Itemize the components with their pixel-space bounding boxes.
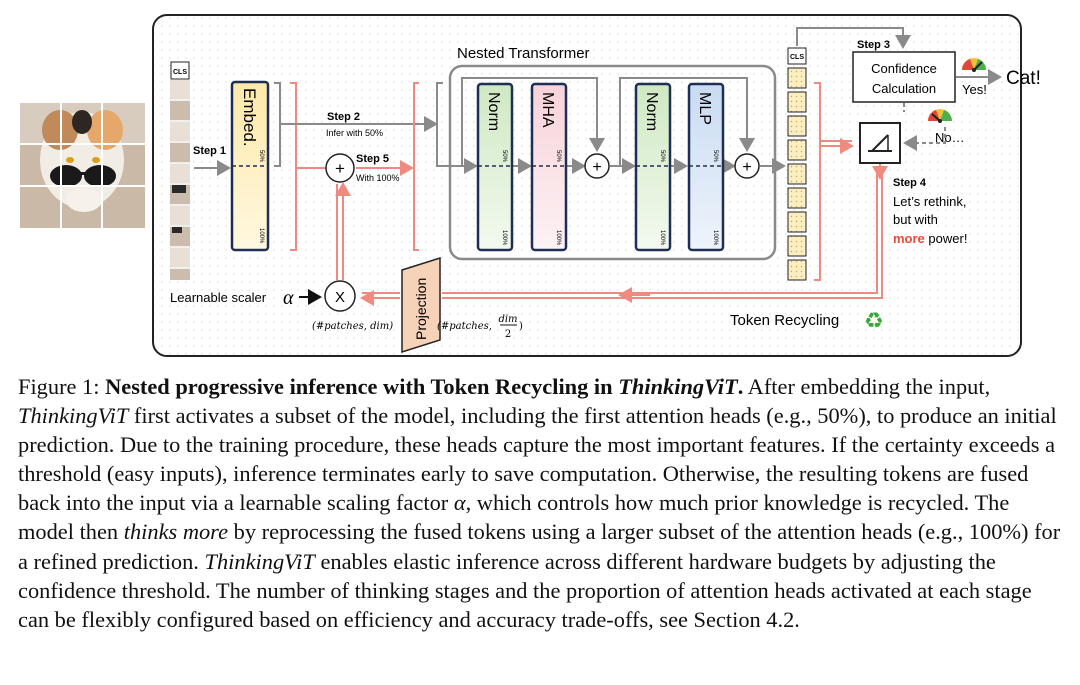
shape-dim: dim [498, 314, 517, 325]
step3-label: Step 3 [857, 39, 890, 51]
plus-circle-residual-1 [584, 153, 610, 179]
step4-line2: but with [893, 212, 938, 227]
multiply-symbol: X [335, 289, 345, 306]
caption-text-1: After embedding the input, [747, 374, 991, 399]
mha-label: MHA [539, 92, 556, 128]
step5-desc: With 100% [356, 173, 400, 183]
step4-more: more [893, 231, 925, 246]
projection-block: Projection [401, 256, 441, 354]
step4-line1: Let’s rethink, [893, 194, 966, 209]
patch-column: CLS [170, 61, 190, 280]
caption-text-3: , which controls how much prior knowledg… [18, 490, 1010, 545]
cls-label-right: CLS [790, 54, 804, 61]
step4-label: Step 4 [893, 177, 927, 189]
plus-symbol-residual-1: + [592, 159, 601, 176]
projection-label: Projection [413, 278, 429, 340]
mlp-pct-100: 100% [712, 230, 718, 246]
figure-diagram: CLS Step 1 Embed. 50% 100% Step 2 I [20, 14, 1041, 357]
gauge-low-icon [928, 109, 952, 123]
learnable-scaler-label: Learnable scaler [170, 290, 267, 305]
multiply-circle [324, 280, 356, 312]
step4-line3: more power! [893, 231, 967, 246]
figure-caption: Figure 1: Nested progressive inference w… [18, 372, 1066, 634]
norm-label-1: Norm [485, 92, 502, 131]
shape-two: 2 [505, 329, 511, 340]
caption-bold-title: Nested progressive inference with Token … [105, 374, 613, 399]
output-label: Cat! [1006, 68, 1041, 89]
embed-pct-100: 100% [258, 228, 264, 244]
embed-block: Embed. 50% 100% [230, 80, 270, 252]
caption-text-4: by reprocessing the fused tokens using a… [18, 519, 1061, 574]
shape-patches-dim: (#patches, dim) [312, 321, 393, 332]
norm-block-1: Norm 50% 100% [476, 82, 514, 252]
caption-italic-name-2: ThinkingViT [204, 548, 315, 574]
cls-label-left: CLS [173, 69, 187, 76]
plus-circle-residual-2 [734, 153, 760, 179]
caption-italic-name: ThinkingViT [18, 403, 129, 429]
caption-text-2: first activates a subset of the model, i… [18, 403, 1057, 516]
step2-label: Step 2 [327, 111, 360, 123]
norm-label-2: Norm [643, 92, 660, 131]
alpha-symbol: α [283, 287, 294, 309]
yes-label: Yes! [962, 82, 987, 97]
step2-desc: Infer with 50% [326, 128, 383, 138]
norm1-pct-100: 100% [501, 230, 507, 246]
norm2-pct-100: 100% [659, 230, 665, 246]
token-recycling-label: Token Recycling [730, 312, 839, 329]
mlp-pct-50: 50% [712, 150, 718, 163]
confidence-box [852, 51, 956, 103]
caption-alpha: α [453, 490, 466, 516]
confidence-line2: Calculation [872, 81, 936, 96]
shape-patches-dim2-prefix: (#patches, [437, 321, 492, 332]
caption-bold-title-italic: ThinkingViT [618, 374, 738, 399]
switch-icon [859, 122, 901, 164]
embed-pct-50: 50% [258, 150, 264, 163]
step5-label: Step 5 [356, 153, 389, 165]
caption-italic-thinks-more: thinks more [123, 519, 229, 545]
gauge-high-icon [962, 58, 986, 72]
mha-pct-50: 50% [555, 150, 561, 163]
norm2-pct-50: 50% [659, 150, 665, 163]
embed-label: Embed. [240, 88, 259, 147]
no-label: No… [935, 130, 965, 145]
input-image [20, 103, 145, 228]
caption-text-5: enables elastic inference across differe… [18, 548, 1032, 632]
norm-block-2: Norm 50% 100% [634, 82, 672, 252]
step1-label: Step 1 [193, 145, 226, 157]
mlp-label: MLP [696, 92, 713, 125]
nested-transformer-title: Nested Transformer [457, 45, 590, 62]
caption-figure-label: Figure 1: [18, 374, 100, 399]
caption-bold-period: . [737, 374, 744, 399]
output-tokens: CLS [787, 47, 807, 281]
step4-power: power! [925, 231, 968, 246]
norm1-pct-50: 50% [501, 150, 507, 163]
mha-block: MHA 50% 100% [530, 82, 568, 252]
plus-symbol-residual-2: + [742, 159, 751, 176]
mlp-block: MLP 50% 100% [687, 82, 725, 252]
recycle-icon: ♻ [864, 309, 884, 334]
confidence-line1: Confidence [871, 61, 937, 76]
shape-close: ) [519, 321, 523, 332]
plus-symbol-step5: + [335, 159, 345, 178]
mha-pct-100: 100% [555, 230, 561, 246]
